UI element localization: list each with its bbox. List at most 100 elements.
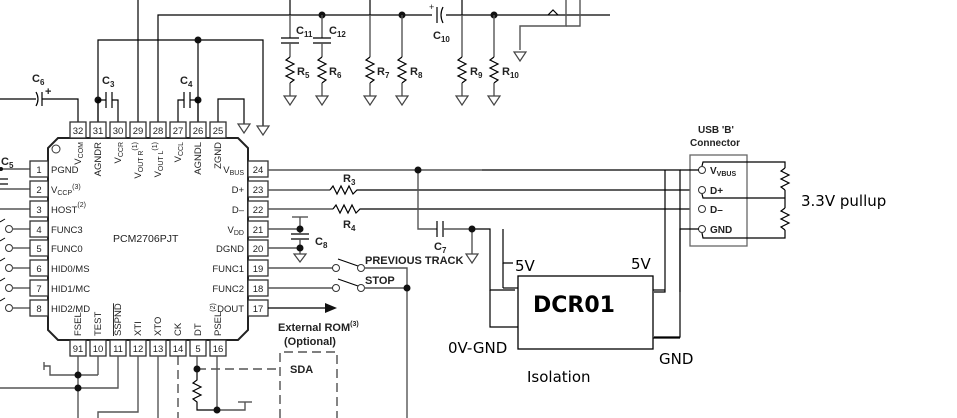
pin-number: 16 [213, 344, 224, 355]
capacitor-c10: + C10 [429, 2, 450, 44]
pin-label: DT [193, 323, 204, 336]
c3-label: C3 [102, 75, 115, 89]
c12-label: C12 [329, 25, 346, 39]
pin-number: 5 [36, 244, 41, 255]
pullup-annotation: 3.3V pullup [801, 192, 886, 210]
junction-dot [296, 244, 304, 252]
capacitor-c4: C4 [177, 75, 199, 122]
usb-subtitle: Connector [690, 138, 740, 149]
sda-label: SDA [290, 364, 313, 376]
r5-label: R5 [297, 66, 310, 80]
dcr-input-5v-label: 5V [515, 257, 536, 275]
dcr-output-5v-label: 5V [631, 255, 652, 273]
usb-title: USB 'B' [698, 125, 734, 136]
ground-symbol [512, 51, 528, 63]
usb-label-dplus: D+ [710, 186, 723, 197]
pin-number: 17 [253, 304, 264, 315]
pin-label: DOUT [217, 304, 244, 315]
pin-label: AGNDL [193, 142, 204, 175]
pin-number: 12 [133, 344, 144, 355]
r10-label: R10 [502, 66, 519, 80]
pin-number: 25 [213, 126, 224, 137]
pin-label: AGNDR [93, 142, 104, 176]
ic-bottom-pins: 91FSEL10TEST11SSPND12XTI13XTO14CK5DT16PS… [69, 303, 227, 357]
switch-contact [5, 264, 13, 272]
pin-number: 3 [36, 205, 41, 216]
dcr01-block[interactable]: DCR01 5V 5V 0V-GND GND Isolation [448, 255, 693, 386]
pin-number: 6 [36, 264, 41, 275]
pin-number: 19 [253, 264, 264, 275]
pin-number: 23 [253, 185, 264, 196]
pin-label: FUNC3 [51, 225, 83, 236]
capacitor-c6: C6 + [0, 73, 79, 122]
ic-pin-4: 4 FUNC3 [28, 220, 83, 238]
pin-label: D– [232, 205, 245, 216]
pin-number: 2 [36, 185, 41, 196]
c4-label: C4 [180, 75, 193, 89]
switch-contact [5, 284, 13, 292]
top-network [97, 0, 610, 126]
pin-number: 4 [36, 225, 41, 236]
pin-number: 5 [195, 344, 200, 355]
ic-pin-6: 6 HID0/MS [28, 259, 90, 277]
resistor-r6: R6 [314, 56, 342, 107]
capacitor-c11: C11 [281, 15, 313, 57]
capacitor-c3: C3 [97, 75, 119, 122]
capacitor-c12: C12 [313, 15, 346, 57]
r7-label: R7 [377, 66, 390, 80]
pin-number: 30 [113, 126, 124, 137]
c11-label: C11 [296, 25, 313, 39]
ic-pin-5: 5 DT [189, 323, 207, 357]
ic-right-pins: 24VBUS23D+22D–21VDD20DGND19FUNC118FUNC21… [212, 160, 269, 317]
ground-symbol [255, 125, 271, 137]
resistor-r9: R9 [454, 15, 483, 107]
external-rom-subtitle: (Optional) [284, 336, 336, 348]
switch-contact [5, 225, 13, 233]
switch-contact [5, 304, 13, 312]
resistor-r8: R8 [394, 15, 423, 107]
c10-label: C10 [433, 30, 450, 44]
pin-label: D+ [232, 185, 245, 196]
pin-label: HID0/MS [51, 264, 90, 275]
usb-label-dminus: D– [710, 205, 723, 216]
pin-number: 20 [253, 244, 264, 255]
pin-label: CK [173, 322, 184, 336]
ground-symbol [236, 123, 252, 135]
pin-number: 7 [36, 284, 41, 295]
junction-dot [414, 166, 422, 174]
ic-pin-23: 23 D+ [232, 180, 269, 198]
resistor-r7: R7 [362, 15, 390, 107]
pin-number: 1 [36, 165, 41, 176]
pin-number: 13 [153, 344, 164, 355]
external-rom-title: External ROM(3) [278, 321, 359, 334]
dout-arrow-icon [325, 303, 337, 313]
junction-dot [74, 384, 82, 392]
pin-label: ZGND [213, 142, 224, 169]
pin-number: 27 [173, 126, 184, 137]
r6-label: R6 [329, 66, 342, 80]
pin-number: 31 [93, 126, 104, 137]
ic-pin-12: 12 XTI [129, 321, 147, 357]
left-switches [0, 167, 28, 312]
pin-label: TEST [93, 312, 104, 336]
pin-label: SSPND [113, 303, 124, 336]
previous-track-label: PREVIOUS TRACK [365, 255, 463, 267]
usb-connector[interactable]: USB 'B' Connector VVBUS D+ D– GND [689, 125, 748, 247]
c7-label: C7 [434, 241, 447, 255]
pin-label: XTI [133, 321, 144, 336]
pin-label: PGND [51, 165, 79, 176]
usb-pin-gnd [698, 225, 706, 233]
usb-pin-vbus [698, 166, 706, 174]
